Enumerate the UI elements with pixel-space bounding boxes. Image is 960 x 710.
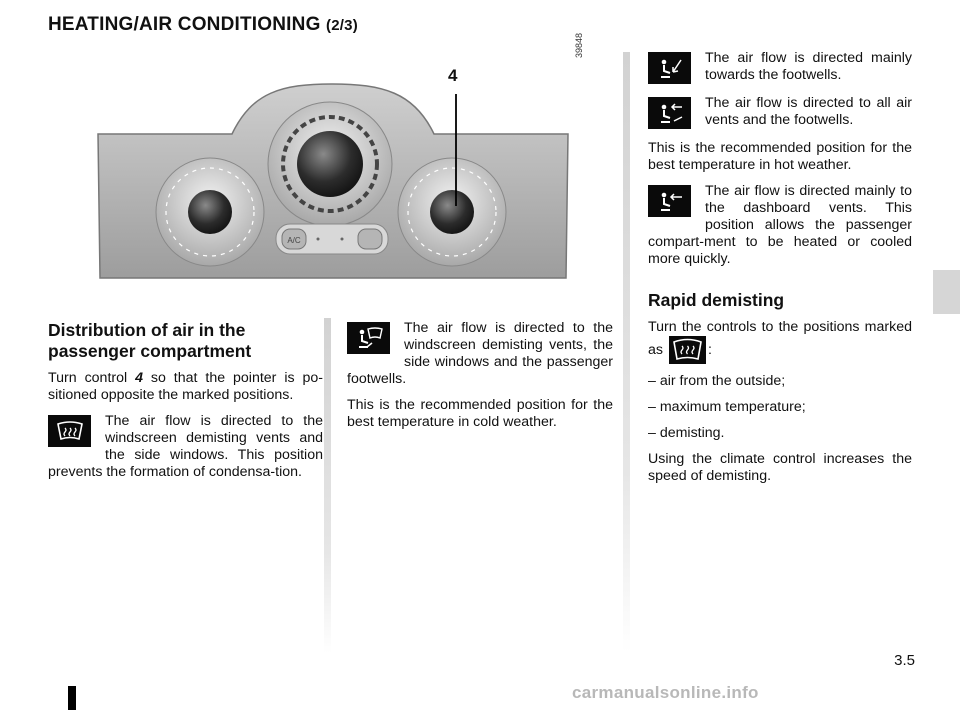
distribution-item-dashboard: The air flow is directed mainly to the d… — [648, 183, 912, 268]
distribution-item-text: The air flow is directed to the windscre… — [347, 320, 613, 387]
figure-reference-code: 39848 — [574, 32, 584, 58]
column-left: Distribution of air in the passenger com… — [48, 320, 323, 490]
dashboard-vents-icon — [648, 185, 691, 217]
distribution-item-text: The air flow is directed to the windscre… — [48, 413, 323, 480]
page-title-text: HEATING/AIR CONDITIONING — [48, 14, 321, 35]
distribution-heading: Distribution of air in the passenger com… — [48, 320, 252, 361]
distribution-item-text: The air flow is directed to all air vent… — [705, 95, 912, 128]
rapid-demisting-closing: Using the climate control increases the … — [648, 451, 912, 484]
windscreen-demist-icon — [48, 415, 91, 447]
windscreen-feet-icon — [347, 322, 390, 354]
hot-weather-note: This is the recommended position for the… — [648, 140, 912, 173]
intro-suffix: so that the pointer is po-sitioned oppos… — [48, 370, 323, 403]
column-middle: The air flow is directed to the windscre… — [347, 320, 613, 440]
rapid-demisting-intro: Turn the controls to the positions marke… — [648, 319, 912, 364]
column-divider-right — [623, 52, 630, 652]
distribution-item-windscreen-feet: The air flow is directed to the windscre… — [347, 320, 613, 388]
list-item: – demisting. — [648, 425, 725, 441]
column-right: The air flow is directed mainly towards … — [648, 50, 912, 494]
distribution-item-text: The air flow is directed mainly towards … — [705, 50, 912, 83]
column-divider-left — [324, 318, 331, 653]
intro-prefix: Turn control — [48, 370, 136, 386]
watermark: carmanualsonline.info — [572, 683, 759, 702]
corner-mark — [68, 686, 76, 710]
distribution-item-windscreen: The air flow is directed to the windscre… — [48, 413, 323, 481]
control-panel-illustration: A/C — [92, 72, 574, 282]
list-item: – maximum temperature; — [648, 399, 806, 415]
distribution-item-text: The air flow is directed mainly to the d… — [648, 183, 912, 267]
rapid-demisting-intro-text: Turn the controls to the positions marke… — [648, 319, 912, 358]
rapid-demisting-intro-end: : — [707, 341, 712, 358]
distribution-item-footwells: The air flow is directed mainly towards … — [648, 50, 912, 86]
windscreen-demist-icon — [668, 336, 706, 364]
callout-label: 4 — [448, 66, 458, 85]
page-title: HEATING/AIR CONDITIONING (2/3) — [48, 14, 358, 36]
all-vents-icon — [648, 97, 691, 129]
intro-control-number: 4 — [135, 370, 143, 386]
page-title-part: (2/3) — [326, 17, 358, 34]
list-item: – air from the outside; — [648, 373, 786, 389]
distribution-item-all-vents: The air flow is directed to all air vent… — [648, 95, 912, 131]
section-tab — [933, 270, 960, 314]
cold-weather-note: This is the recommended position for the… — [347, 397, 613, 430]
footwell-icon — [648, 52, 691, 84]
page-number: 3.5 — [894, 652, 915, 669]
rapid-demisting-heading: Rapid demisting — [648, 290, 785, 310]
distribution-intro: Turn control 4 so that the pointer is po… — [48, 370, 323, 404]
control-panel-svg: A/C — [97, 83, 569, 279]
ac-button-label: A/C — [287, 236, 301, 245]
